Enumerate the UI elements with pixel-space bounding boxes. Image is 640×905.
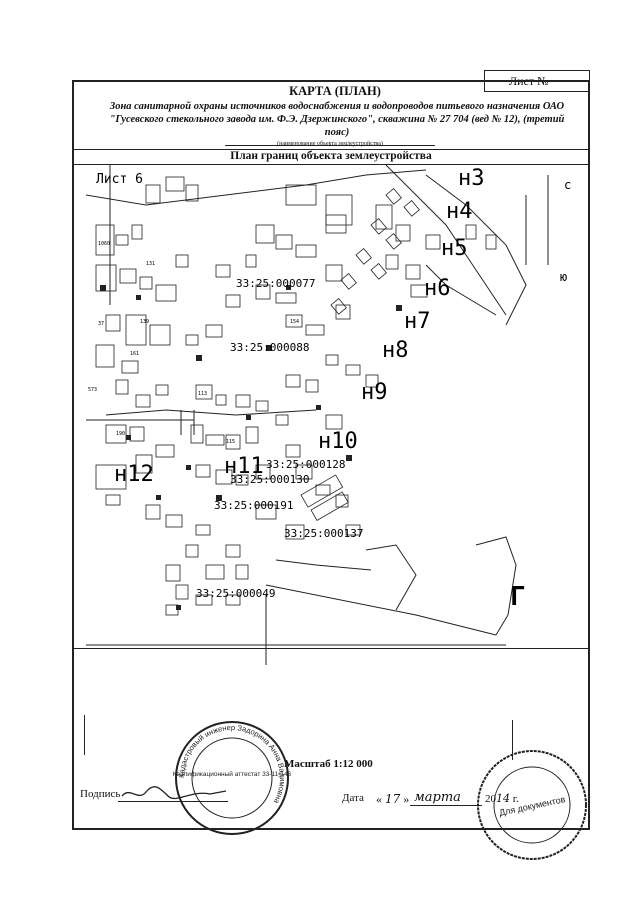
boundary-point-n8: н8: [382, 338, 409, 363]
cadastral-label-137: 33:25:000137: [284, 527, 363, 540]
map-bottom-line: [72, 648, 590, 649]
subtitle-line-2: "Гусевского стекольного завода им. Ф.Э. …: [109, 114, 565, 125]
boundary-point-n7: н7: [404, 309, 431, 334]
signature-label: Подпись: [80, 788, 121, 800]
boundary-point-n5: н5: [441, 236, 468, 261]
parcel-band: [300, 188, 497, 521]
heading-divider-top: [72, 149, 590, 150]
object-name-note: (наименование объекта землеустройства): [277, 141, 383, 147]
compass-north: с: [564, 178, 571, 192]
parcel-label: 154: [290, 319, 299, 325]
date-day: 17: [385, 792, 401, 806]
date-suffix: г.: [512, 793, 519, 805]
cadastral-label-88: 33:25:000088: [230, 341, 309, 354]
parcel-label: 131: [146, 261, 155, 267]
cadastral-engineer-stamp: Кадастровый инженер Задорина Анна Вадимо…: [173, 721, 292, 835]
documents-stamp: Для документов: [477, 750, 587, 860]
cadastral-label-77: 33:25:000077: [236, 277, 315, 290]
boundary-point-n11: н11: [224, 454, 264, 479]
parcel-label: 115: [226, 439, 235, 445]
subtitle-line-3: пояс): [324, 127, 350, 138]
compass-south: ю: [560, 270, 567, 284]
document-subtitle: Зона санитарной охраны источников водосн…: [92, 100, 582, 139]
vertical-tick-right: [512, 720, 513, 760]
boundary-point-n10: н10: [318, 429, 358, 454]
parcel-label: 113: [198, 391, 207, 397]
boundary-point-n3: н3: [458, 166, 485, 191]
cadastral-label-49: 33:25:000049: [196, 587, 275, 600]
boundary-point-n12: н12: [114, 462, 154, 487]
date-year-suffix: 14: [496, 792, 510, 805]
parcel-label: 161: [130, 351, 139, 357]
cadastral-map: Лист 6 с ю н3 н4 н5 н6 н7 н8 н9 н10 н11 …: [86, 165, 571, 665]
map-letter-g: Г: [510, 582, 526, 612]
svg-text:Кадастровый инженер Задорина А: Кадастровый инженер Задорина Анна Вадимо…: [177, 723, 287, 806]
parcel-label: 573: [88, 387, 97, 393]
boundary-point-n4: н4: [446, 199, 473, 224]
parcel-label: 139: [140, 319, 149, 325]
cadastral-label-128: 33:25:000128: [266, 458, 345, 471]
date-label: Дата: [342, 792, 364, 804]
date-day-field: « 17 »: [376, 792, 410, 806]
parcel-cluster: [95, 176, 421, 616]
date-month-line: [410, 805, 482, 806]
parcel-label: 190: [116, 431, 125, 437]
stamp-inner-text: Квалификационный аттестат 33-11-146: [173, 770, 292, 778]
cadastral-label-130: 33:25:000130: [230, 473, 309, 486]
handwritten-signature: [121, 786, 227, 800]
scale-label: Масштаб 1:12 000: [284, 758, 373, 770]
boundary-point-n6: н6: [424, 276, 451, 301]
signature-line: [118, 801, 228, 802]
parcel-label: 37: [98, 321, 104, 327]
parcel-label: 1060: [98, 241, 110, 247]
boundary-point-n9: н9: [361, 380, 388, 405]
date-year-field: 2014 г.: [485, 792, 519, 805]
parcel-number-labels: 1060 37 139 161 573 190 113 115 154 131: [88, 241, 299, 445]
date-year-prefix: 20: [485, 793, 496, 805]
subtitle-line-1: Зона санитарной охраны источников водосн…: [109, 101, 565, 112]
heading-divider-bottom: [72, 164, 590, 165]
plan-heading: План границ объекта землеустройства: [230, 150, 432, 162]
map-linework: [86, 165, 549, 665]
cadastral-label-191: 33:25:000191: [214, 499, 293, 512]
sheet-ref-label: Лист 6: [96, 172, 143, 187]
document-frame: [72, 80, 590, 830]
building-marks: [100, 285, 402, 610]
date-month: марта: [414, 790, 461, 805]
document-title: КАРТА (ПЛАН): [289, 84, 381, 98]
vertical-tick-left: [84, 715, 85, 755]
documents-stamp-text: Для документов: [498, 794, 566, 818]
note-underline: [225, 145, 435, 146]
stamp-outer-text: Кадастровый инженер Задорина Анна Вадимо…: [177, 723, 287, 806]
